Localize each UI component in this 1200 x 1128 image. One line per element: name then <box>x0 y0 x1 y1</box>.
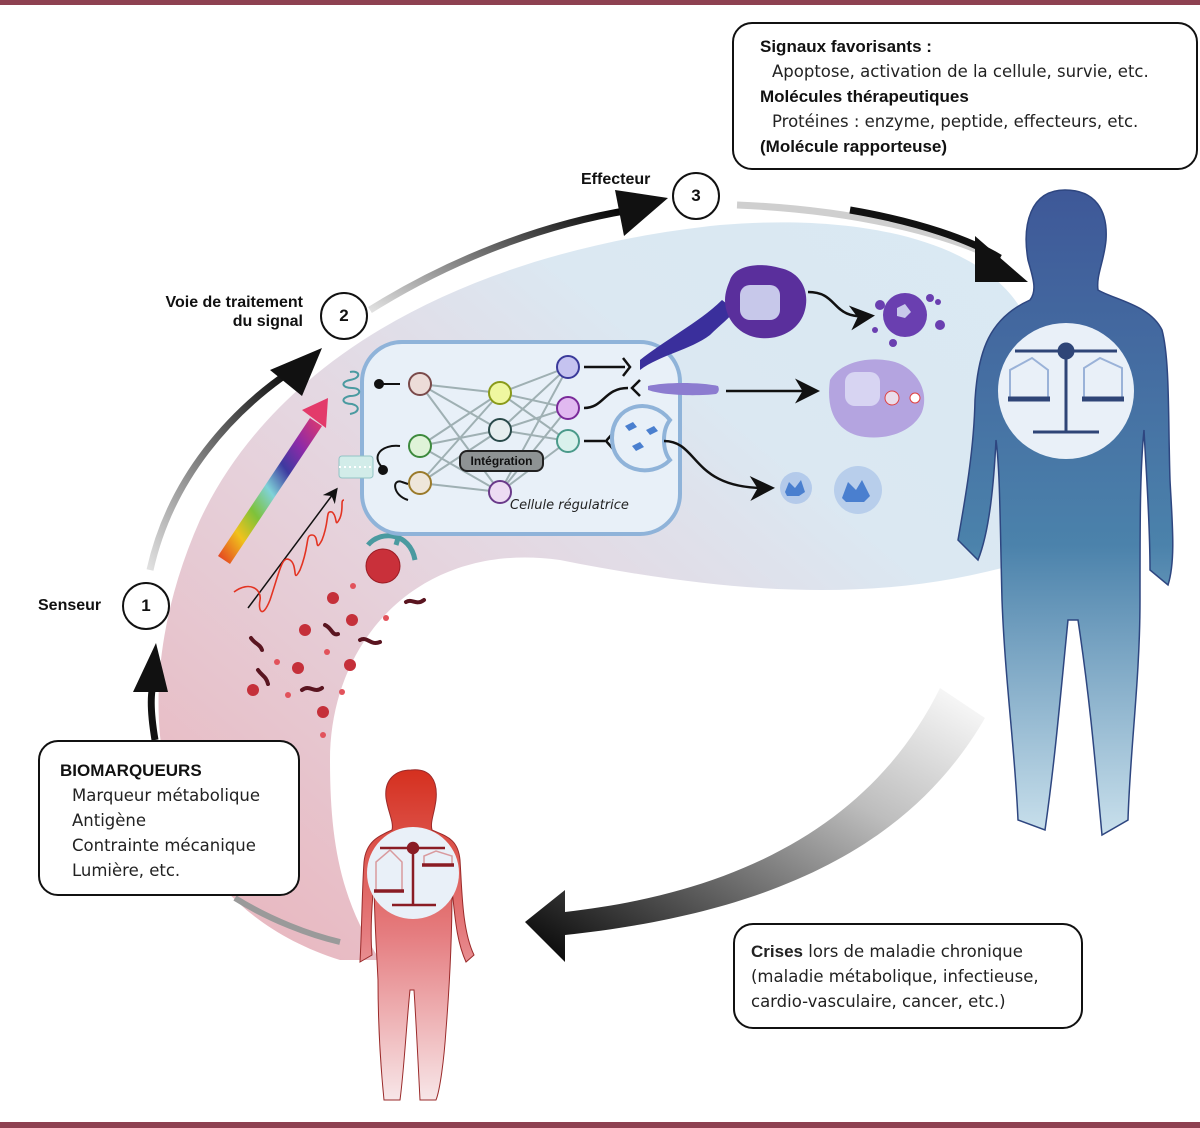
step-2-label: Voie de traitement du signal <box>140 293 303 331</box>
biomarkers-box: BIOMARQUEURS Marqueur métabolique Antigè… <box>38 740 300 896</box>
biomarker-item: Lumière, etc. <box>72 861 181 880</box>
arrow-head-2 <box>270 348 322 396</box>
vesicle-icon <box>609 404 673 473</box>
network-edge <box>419 383 501 394</box>
biomarker-strands <box>249 598 426 692</box>
arrow-nk-to-apoptosis <box>807 290 875 331</box>
macrophage-icon <box>829 359 925 438</box>
regulatory-cell-label: Cellule régulatrice <box>510 498 629 513</box>
step-2-circle: 2 <box>320 292 368 340</box>
crises-line-2: (maladie métabolique, infectieuse, <box>751 967 1039 986</box>
effector-signals-box: Signaux favorisants : Apoptose, activati… <box>732 22 1198 170</box>
balance-scale-icon <box>1008 342 1124 434</box>
crises-bold: Crises <box>751 942 803 961</box>
biomarker-item: Contrainte mécanique <box>72 836 256 855</box>
effector-heading-reporter: (Molécule rapporteuse) <box>760 137 948 156</box>
sick-body-icon <box>359 769 475 1101</box>
effector-heading-molecules: Molécules thérapeutiques <box>760 87 969 106</box>
gpcr-receptor-icon <box>342 370 361 415</box>
step-2-label-line2: du signal <box>232 313 303 331</box>
network-node <box>408 372 432 396</box>
effector-item-proteins: Protéines : enzyme, peptide, effecteurs,… <box>772 112 1139 131</box>
crises-line-3: cardio-vasculaire, cancer, etc.) <box>751 992 1006 1011</box>
network-node <box>488 418 512 442</box>
network-node <box>556 429 580 453</box>
arrow-voie-to-effecteur <box>368 206 631 313</box>
network-edge <box>419 392 501 447</box>
network-node <box>488 381 512 405</box>
step-3-label: Effecteur <box>581 171 651 188</box>
network-node <box>556 396 580 420</box>
network-edge <box>499 366 569 431</box>
network-node <box>408 434 432 458</box>
arrow-head-3 <box>615 190 668 236</box>
bottom-frame-bar <box>0 1122 1200 1128</box>
protein-icon <box>780 466 882 514</box>
network-edge <box>499 392 569 442</box>
arrow-vesicle-to-proteins <box>663 439 775 501</box>
arrow-senseur-to-voie <box>146 362 302 571</box>
arrow-tail-bottom <box>233 895 341 945</box>
top-frame-bar <box>0 0 1200 5</box>
light-wave-icon <box>233 487 345 613</box>
network-edge <box>499 366 569 394</box>
apoptotic-cell-icon <box>872 293 945 347</box>
arrow-head-body <box>975 236 1028 282</box>
biomarker-item: Marqueur métabolique <box>72 786 261 805</box>
network-node <box>408 471 432 495</box>
macrophage-ligand <box>648 383 719 396</box>
input-connectors <box>374 379 409 501</box>
network-edge <box>419 482 501 493</box>
step-2-label-line1: Voie de traitement <box>165 294 303 311</box>
integration-label: Intégration <box>459 450 544 472</box>
step-1-circle: 1 <box>122 582 170 630</box>
network-node <box>488 480 512 504</box>
perturbation-arrow <box>525 688 985 962</box>
balance-scale-tilted-icon <box>374 841 454 907</box>
integration-network-nodes <box>408 355 580 504</box>
network-edge <box>419 383 501 431</box>
ion-channel-icon <box>338 455 374 479</box>
step-1-label: Senseur <box>38 597 102 614</box>
arrow-head-1 <box>133 643 168 692</box>
network-node <box>556 355 580 379</box>
biomarker-particles <box>247 583 389 738</box>
step-3-circle: 3 <box>672 172 720 220</box>
nk-cell-icon <box>640 265 807 370</box>
biomarker-item: Antigène <box>72 811 147 830</box>
crises-line-1: Crises lors de maladie chronique <box>751 939 1071 964</box>
effector-heading-signals: Signaux favorisants : <box>760 37 932 56</box>
spectrum-arrow-icon <box>218 398 328 564</box>
crises-box: Crises lors de maladie chronique (maladi… <box>733 923 1083 1029</box>
biomarkers-heading: BIOMARQUEURS <box>60 761 202 780</box>
effector-item-signals: Apoptose, activation de la cellule, surv… <box>772 62 1149 81</box>
network-edge <box>419 392 501 484</box>
crises-line-1-rest: lors de maladie chronique <box>802 942 1023 961</box>
